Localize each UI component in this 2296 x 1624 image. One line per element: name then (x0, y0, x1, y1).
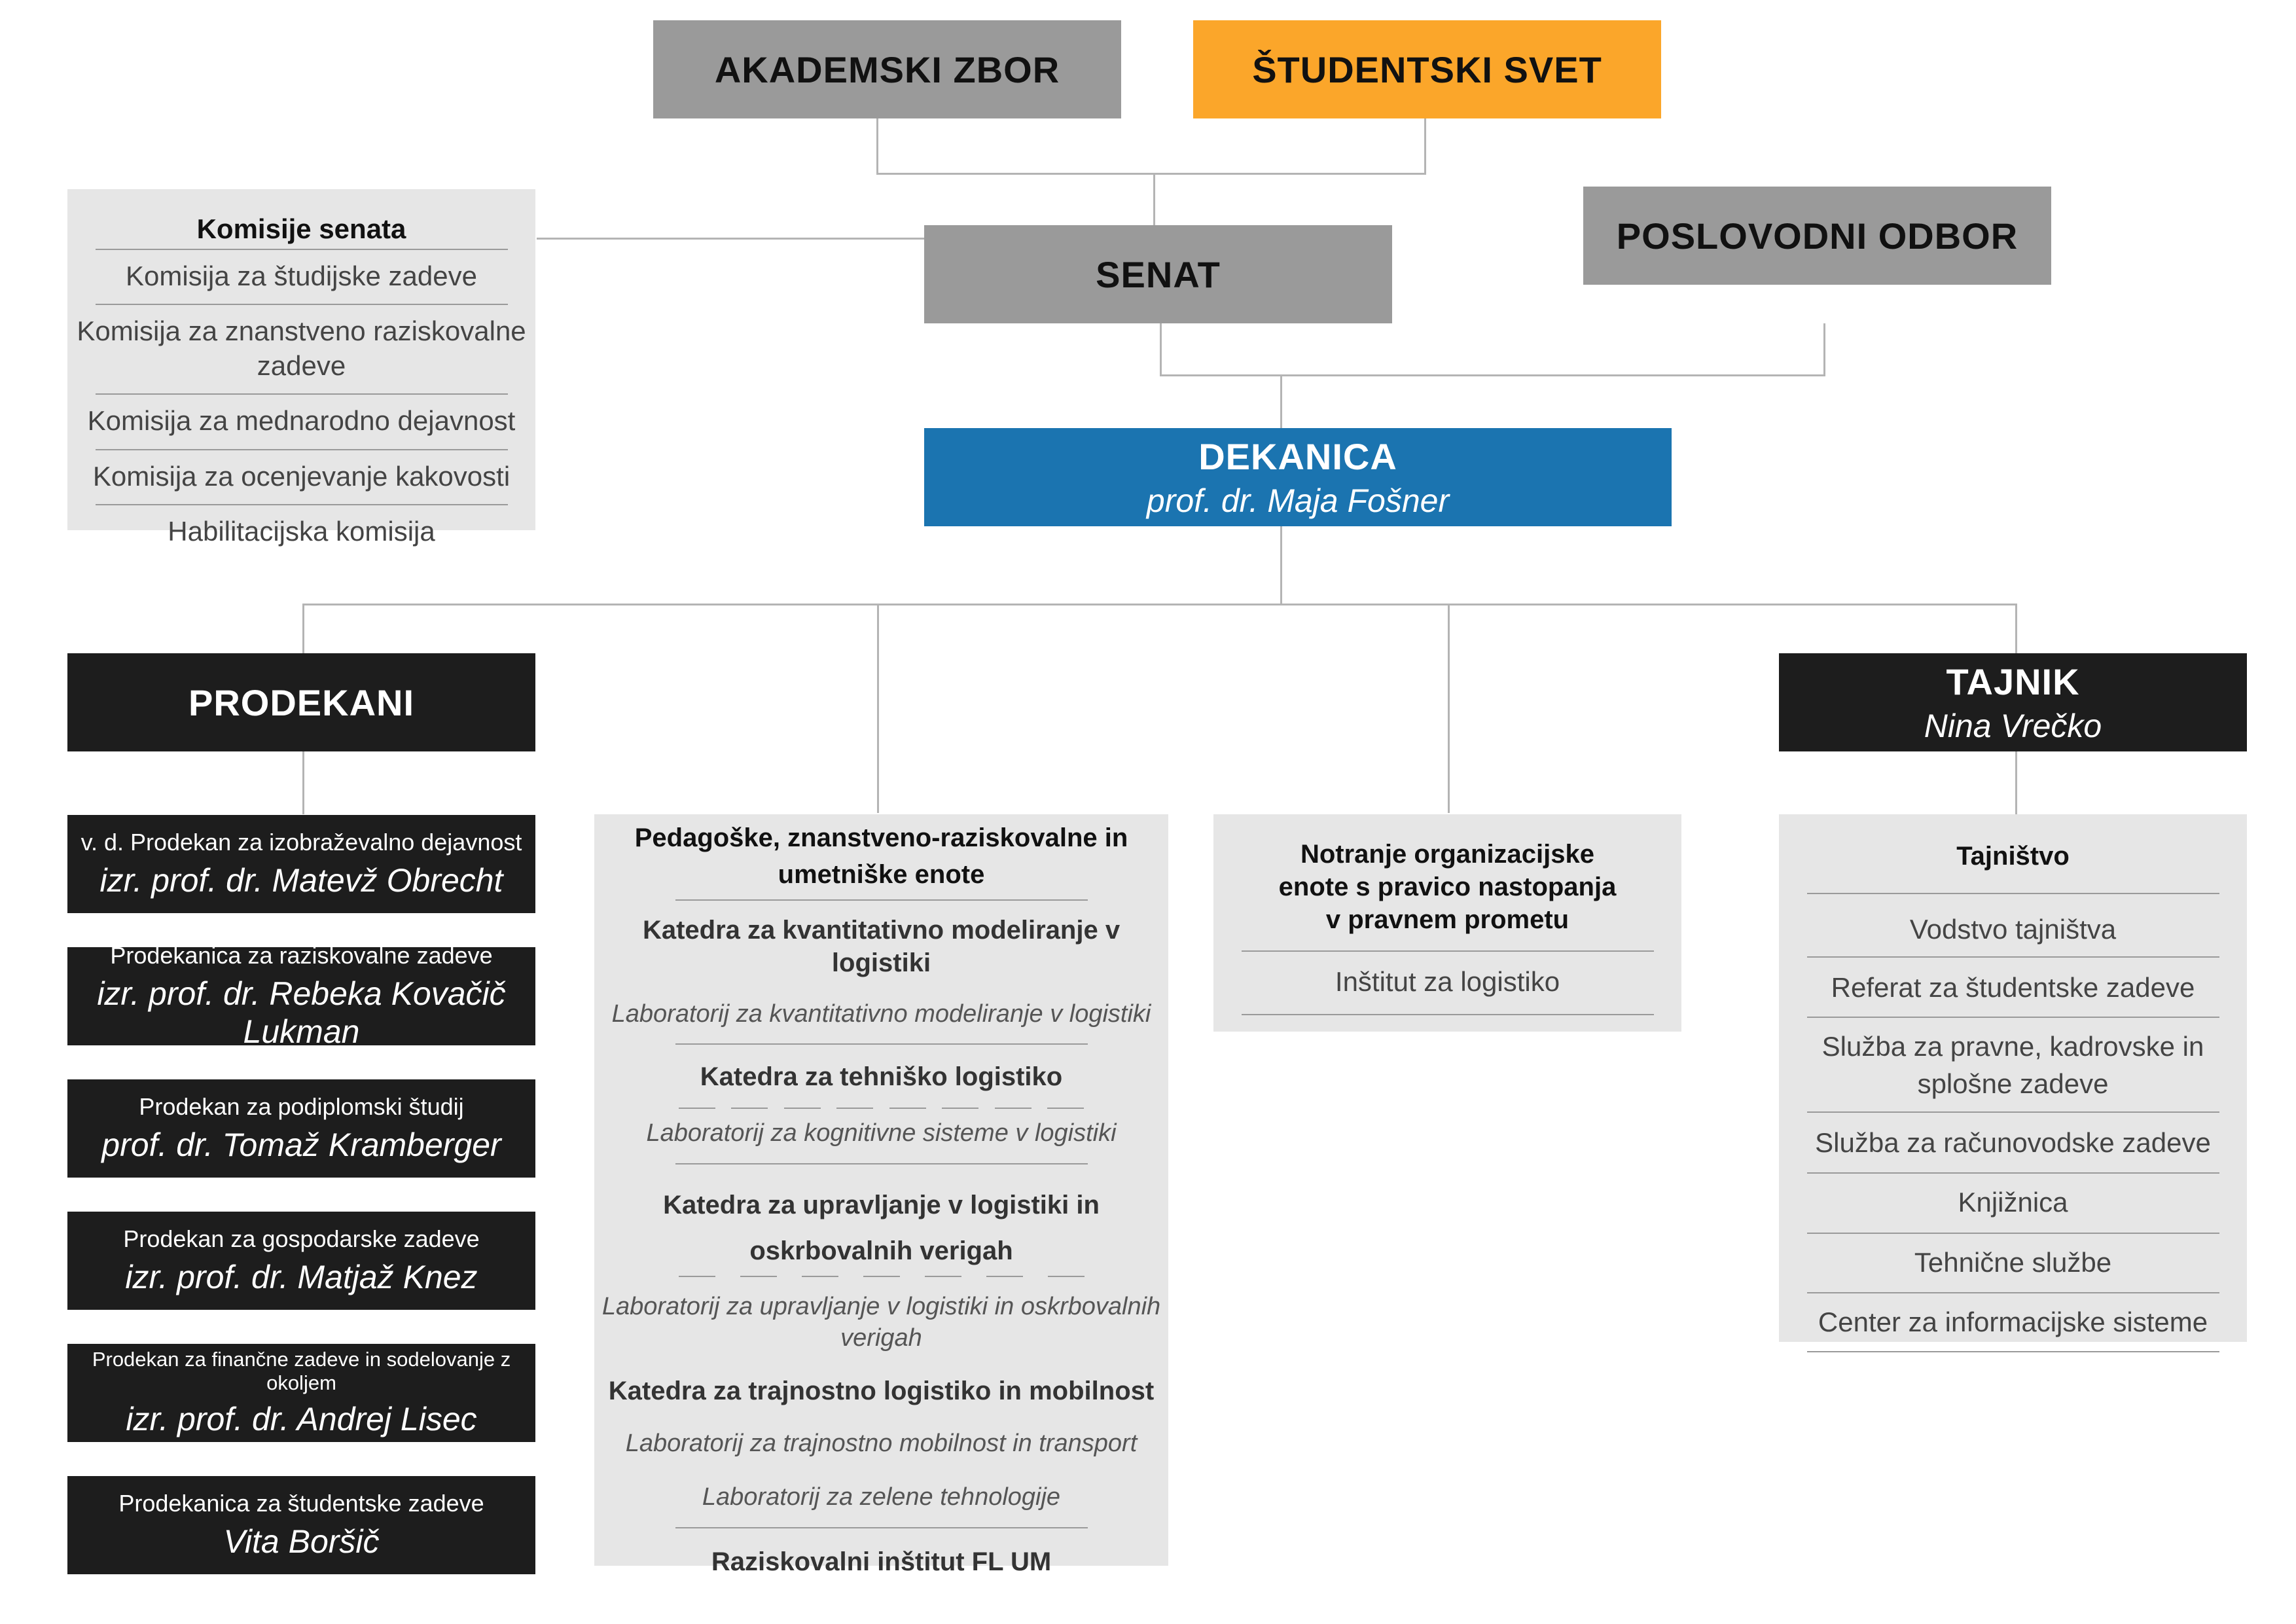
katedra-item: oskrbovalnih verigah (749, 1236, 1013, 1265)
connector (2015, 751, 2017, 814)
connector (876, 118, 878, 174)
tajnistvo-item: Služba za računovodske zadeve (1815, 1127, 2211, 1158)
akademski-zbor-label: AKADEMSKI ZBOR (714, 48, 1060, 90)
prodekan-role: Prodekanica za študentske zadeve (118, 1490, 484, 1517)
enote-panel: Pedagoške, znanstveno-raziskovalne in um… (594, 814, 1168, 1576)
laboratorij-item: Laboratorij za trajnostno mobilnost in t… (625, 1430, 1138, 1457)
connector (1160, 374, 1825, 376)
prodekan-name: Vita Boršič (223, 1523, 380, 1560)
tajnik-name: Nina Vrečko (1924, 707, 2102, 744)
tajnik-box: TAJNIK Nina Vrečko (1779, 653, 2247, 751)
komisije-title: Komisije senata (196, 213, 406, 244)
prodekan-role: Prodekan za gospodarske zadeve (123, 1225, 480, 1252)
tajnistvo-panel: Tajništvo Vodstvo tajništva Referat za š… (1779, 814, 2247, 1352)
notranje-enote-panel: Notranje organizacijske enote s pravico … (1213, 814, 1681, 1032)
tajnistvo-item: Referat za študentske zadeve (1831, 971, 2195, 1003)
connector (1280, 526, 1282, 605)
katedra-item: Katedra za trajnostno logistiko in mobil… (608, 1377, 1155, 1405)
akademski-zbor-box: AKADEMSKI ZBOR (653, 20, 1121, 118)
prodekan-name: prof. dr. Tomaž Kramberger (101, 1127, 501, 1163)
tajnistvo-item: Knjižnica (1958, 1186, 2068, 1218)
notranje-line1: Notranje organizacijske (1300, 840, 1595, 869)
connector (1160, 323, 1162, 376)
prodekan-name: izr. prof. dr. Andrej Lisec (126, 1401, 477, 1437)
prodekan-card: Prodekanica za študentske zadeve Vita Bo… (67, 1476, 535, 1574)
katedra-item: Katedra za kvantitativno modeliranje v l… (642, 916, 1121, 977)
prodekan-role: v. d. Prodekan za izobraževalno dejavnos… (81, 829, 522, 856)
tajnistvo-item: Vodstvo tajništva (1909, 914, 2117, 945)
prodekan-card: v. d. Prodekan za izobraževalno dejavnos… (67, 815, 535, 913)
senat-label: SENAT (1096, 253, 1221, 295)
prodekani-title: PRODEKANI (188, 681, 415, 723)
laboratorij-item: Laboratorij za upravljanje v logistiki i… (601, 1293, 1161, 1352)
laboratorij-item: Laboratorij za zelene tehnologije (702, 1483, 1061, 1511)
connector (877, 604, 879, 813)
komisija-item: Komisija za študijske zadeve (126, 260, 477, 291)
komisija-item: Komisija za ocenjevanje kakovosti (92, 460, 511, 492)
dashed-divider (678, 1107, 1085, 1109)
prodekan-card: Prodekan za finančne zadeve in sodelovan… (67, 1344, 535, 1442)
institut-item: Raziskovalni inštitut FL UM (711, 1547, 1052, 1576)
dekanica-title: DEKANICA (1198, 435, 1397, 477)
katedra-item: Katedra za tehniško logistiko (700, 1062, 1063, 1091)
studentski-svet-box: ŠTUDENTSKI SVET (1193, 20, 1661, 118)
laboratorij-item: Laboratorij za kognitivne sisteme v logi… (646, 1119, 1117, 1147)
prodekan-name: izr. prof. dr. Rebeka Kovačič Lukman (97, 975, 506, 1050)
prodekan-role: Prodekan za podiplomski študij (139, 1093, 464, 1120)
komisije-senata-panel: Komisije senata Komisija za študijske za… (67, 189, 535, 547)
connector (876, 173, 1426, 175)
connector (1153, 173, 1155, 225)
prodekan-name: izr. prof. dr. Matjaž Knez (125, 1259, 478, 1295)
katedra-item: Katedra za upravljanje v logistiki in (663, 1191, 1100, 1219)
connector (1280, 374, 1282, 428)
dashed-divider (678, 1276, 1085, 1277)
tajnistvo-item: splošne zadeve (1917, 1068, 2109, 1099)
senat-box: SENAT (924, 225, 1392, 323)
tajnistvo-item: Služba za pravne, kadrovske in (1821, 1031, 2204, 1062)
tajnistvo-item: Center za informacijske sisteme (1818, 1306, 2208, 1337)
connector (1424, 118, 1426, 174)
tajnistvo-title: Tajništvo (1956, 842, 2070, 871)
connector (302, 604, 304, 655)
enote-title-line1: Pedagoške, znanstveno-raziskovalne in (634, 823, 1128, 852)
institut-item: Inštitut za logistiko (1335, 966, 1560, 997)
prodekan-card: Prodekanica za raziskovalne zadeve izr. … (67, 942, 535, 1050)
connector (302, 604, 2017, 605)
connector (537, 238, 926, 240)
prodekan-role: Prodekan za finančne zadeve in sodelovan… (92, 1348, 511, 1394)
connector (1448, 604, 1450, 813)
tajnistvo-item: Tehnične službe (1914, 1247, 2112, 1278)
laboratorij-item: Laboratorij za kvantitativno modeliranje… (611, 1000, 1151, 1028)
prodekan-role: Prodekanica za raziskovalne zadeve (110, 942, 493, 969)
enote-title-line2: umetniške enote (778, 860, 985, 889)
prodekan-card: Prodekan za podiplomski študij prof. dr.… (67, 1079, 535, 1178)
prodekan-name: izr. prof. dr. Matevž Obrecht (99, 862, 503, 899)
komisija-item: Habilitacijska komisija (168, 516, 435, 547)
komisija-item: Komisija za mednarodno dejavnost (87, 405, 516, 437)
connector (302, 751, 304, 814)
notranje-line3: v pravnem prometu (1325, 905, 1570, 934)
connector (2015, 604, 2017, 655)
prodekani-box: PRODEKANI (67, 653, 535, 751)
poslovodni-odbor-label: POSLOVODNI ODBOR (1616, 215, 2018, 257)
dekanica-box: DEKANICA prof. dr. Maja Fošner (924, 428, 1672, 526)
notranje-line2: enote s pravico nastopanja (1278, 873, 1617, 901)
poslovodni-odbor-box: POSLOVODNI ODBOR (1583, 187, 2051, 285)
connector (1823, 323, 1825, 376)
studentski-svet-label: ŠTUDENTSKI SVET (1252, 48, 1602, 90)
dekanica-name: prof. dr. Maja Fošner (1146, 482, 1450, 519)
prodekan-card: Prodekan za gospodarske zadeve izr. prof… (67, 1212, 535, 1310)
komisija-item: Komisija za znanstveno raziskovalne zade… (77, 316, 526, 381)
tajnik-title: TAJNIK (1946, 660, 2080, 702)
